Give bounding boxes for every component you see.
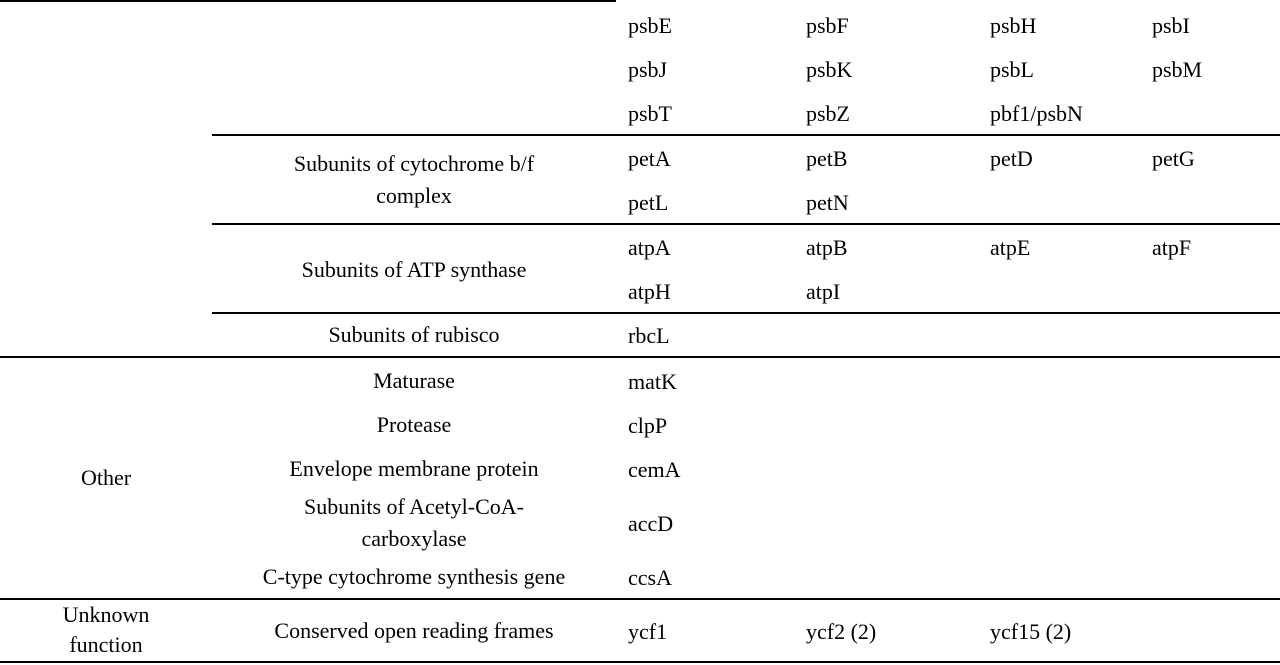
gene: psbZ <box>806 101 850 126</box>
subcategory-maturase: Maturase <box>373 368 455 393</box>
gene: ycf15 (2) <box>990 619 1072 644</box>
gene: atpI <box>806 279 841 304</box>
subcategory-line: complex <box>376 183 452 208</box>
subcategory-conserved-orfs: Conserved open reading frames <box>274 618 554 643</box>
gene: petN <box>806 190 849 215</box>
subcategory-line: carboxylase <box>361 526 467 551</box>
gene: psbH <box>990 13 1037 38</box>
gene: psbK <box>806 57 853 82</box>
category-line: function <box>69 632 143 657</box>
gene: petL <box>628 190 669 215</box>
gene: psbI <box>1152 13 1190 38</box>
gene: atpA <box>628 235 671 260</box>
gene: psbM <box>1152 57 1203 82</box>
gene: atpF <box>1152 235 1192 260</box>
gene: clpP <box>628 413 668 438</box>
gene: petG <box>1152 146 1195 171</box>
gene: cemA <box>628 457 681 482</box>
row-divider-atp <box>212 223 1280 225</box>
category-line: Unknown <box>62 602 150 627</box>
subcategory-acetyl-coa-carboxylase: Subunits of Acetyl-CoA- carboxylase <box>212 491 616 555</box>
gene: atpE <box>990 235 1031 260</box>
gene: petB <box>806 146 848 171</box>
gene: psbF <box>806 13 849 38</box>
gene: ycf2 (2) <box>806 619 877 644</box>
subcategory-line: Subunits of cytochrome b/f <box>293 151 535 176</box>
table-bottom-rule <box>0 661 1280 663</box>
gene: accD <box>628 511 674 536</box>
table-top-rule <box>0 0 616 2</box>
gene: matK <box>628 369 677 394</box>
gene: petA <box>628 146 671 171</box>
category-other: Other <box>80 465 132 490</box>
subcategory-line: Subunits of Acetyl-CoA- <box>304 494 524 519</box>
gene: petD <box>990 146 1033 171</box>
gene: ycf1 <box>628 619 668 644</box>
subcategory-protease: Protease <box>376 412 452 437</box>
row-divider-rubisco <box>212 312 1280 314</box>
gene: atpB <box>806 235 848 260</box>
group-divider-other <box>0 356 1280 358</box>
subcategory-rubisco: Subunits of rubisco <box>328 322 500 347</box>
gene: psbE <box>628 13 672 38</box>
gene: pbf1/psbN <box>990 101 1083 126</box>
category-unknown-function: Unknown function <box>0 600 212 660</box>
gene: atpH <box>628 279 671 304</box>
group-divider-unknown <box>0 598 1280 600</box>
gene: rbcL <box>628 323 670 348</box>
gene: psbL <box>990 57 1034 82</box>
gene: ccsA <box>628 565 672 590</box>
subcategory-atp-synthase: Subunits of ATP synthase <box>301 257 527 282</box>
gene: psbJ <box>628 57 668 82</box>
subcategory-envelope-membrane-protein: Envelope membrane protein <box>289 456 539 481</box>
row-divider-cytochrome <box>212 134 1280 136</box>
gene: psbT <box>628 101 672 126</box>
subcategory-c-type-cytochrome: C-type cytochrome synthesis gene <box>262 564 566 589</box>
subcategory-cytochrome-bf: Subunits of cytochrome b/f complex <box>212 148 616 212</box>
